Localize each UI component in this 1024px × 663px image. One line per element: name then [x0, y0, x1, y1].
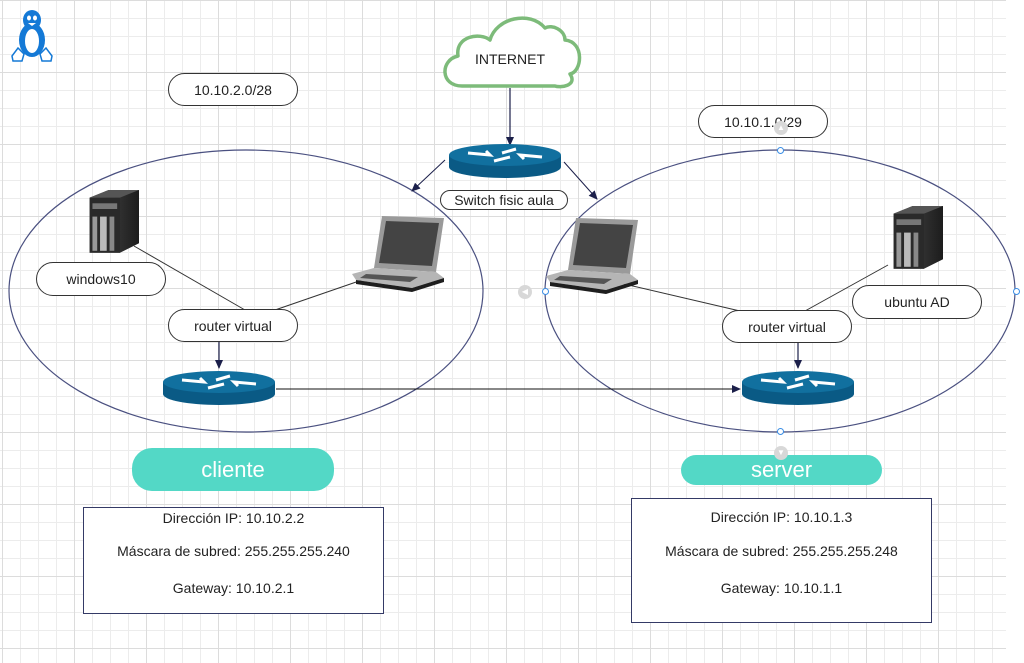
- network-tag-cliente[interactable]: cliente: [132, 448, 334, 491]
- info-mask-cliente: Máscara de subred: 255.255.255.240: [117, 543, 350, 559]
- pc-label-ubuntu-ad[interactable]: ubuntu AD: [852, 285, 982, 319]
- link-laptop2-router[interactable]: [619, 282, 741, 312]
- info-mask-server: Máscara de subred: 255.255.255.248: [665, 543, 898, 559]
- subnet-label-server[interactable]: 10.10.1.0/29: [698, 105, 828, 138]
- link-windows-router[interactable]: [133, 245, 246, 311]
- link-switch-cliente[interactable]: [411, 159, 446, 192]
- switch-icon[interactable]: [447, 142, 563, 180]
- subnet-label-cliente[interactable]: 10.10.2.0/28: [168, 73, 298, 106]
- resize-handle-top[interactable]: [777, 147, 784, 154]
- connect-arrow-up-icon[interactable]: ▲: [774, 121, 788, 135]
- link-ubuntu-router[interactable]: [804, 264, 889, 312]
- server-tower-icon-windows[interactable]: [89, 190, 139, 253]
- info-ip-server: Dirección IP: 10.10.1.3: [710, 509, 853, 525]
- network-tag-server[interactable]: server: [681, 455, 882, 485]
- link-laptop1-router[interactable]: [274, 279, 363, 311]
- info-gateway-cliente: Gateway: 10.10.2.1: [172, 580, 295, 596]
- server-tower-icon-ubuntu[interactable]: [893, 206, 943, 269]
- router-icon-cliente[interactable]: [161, 369, 277, 407]
- router-virtual-label-server[interactable]: router virtual: [722, 310, 852, 343]
- router-icon-server[interactable]: [740, 369, 856, 407]
- pc-label-windows10[interactable]: windows10: [36, 262, 166, 296]
- info-gateway-server: Gateway: 10.10.1.1: [720, 580, 843, 596]
- info-ip-cliente: Dirección IP: 10.10.2.2: [162, 510, 305, 526]
- resize-handle-right[interactable]: [1013, 288, 1020, 295]
- router-virtual-label-cliente[interactable]: router virtual: [168, 309, 298, 342]
- cloud-label: INTERNET: [475, 51, 545, 67]
- info-box-server[interactable]: Dirección IP: 10.10.1.3 Máscara de subre…: [631, 498, 932, 623]
- laptop-icon-server[interactable]: [546, 218, 638, 294]
- network-zone-cliente[interactable]: [8, 149, 484, 433]
- link-switch-server[interactable]: [563, 161, 598, 200]
- cloud-icon[interactable]: [443, 16, 582, 89]
- connect-arrow-left-icon[interactable]: ◀: [518, 285, 532, 299]
- connect-arrow-down-icon[interactable]: ▼: [774, 446, 788, 460]
- resize-handle-left[interactable]: [542, 288, 549, 295]
- linux-tux-icon: [11, 10, 53, 62]
- resize-handle-bottom[interactable]: [777, 428, 784, 435]
- switch-label[interactable]: Switch fisic aula: [440, 190, 568, 210]
- laptop-icon-cliente[interactable]: [352, 216, 444, 292]
- info-box-cliente[interactable]: Dirección IP: 10.10.2.2 Máscara de subre…: [83, 507, 384, 614]
